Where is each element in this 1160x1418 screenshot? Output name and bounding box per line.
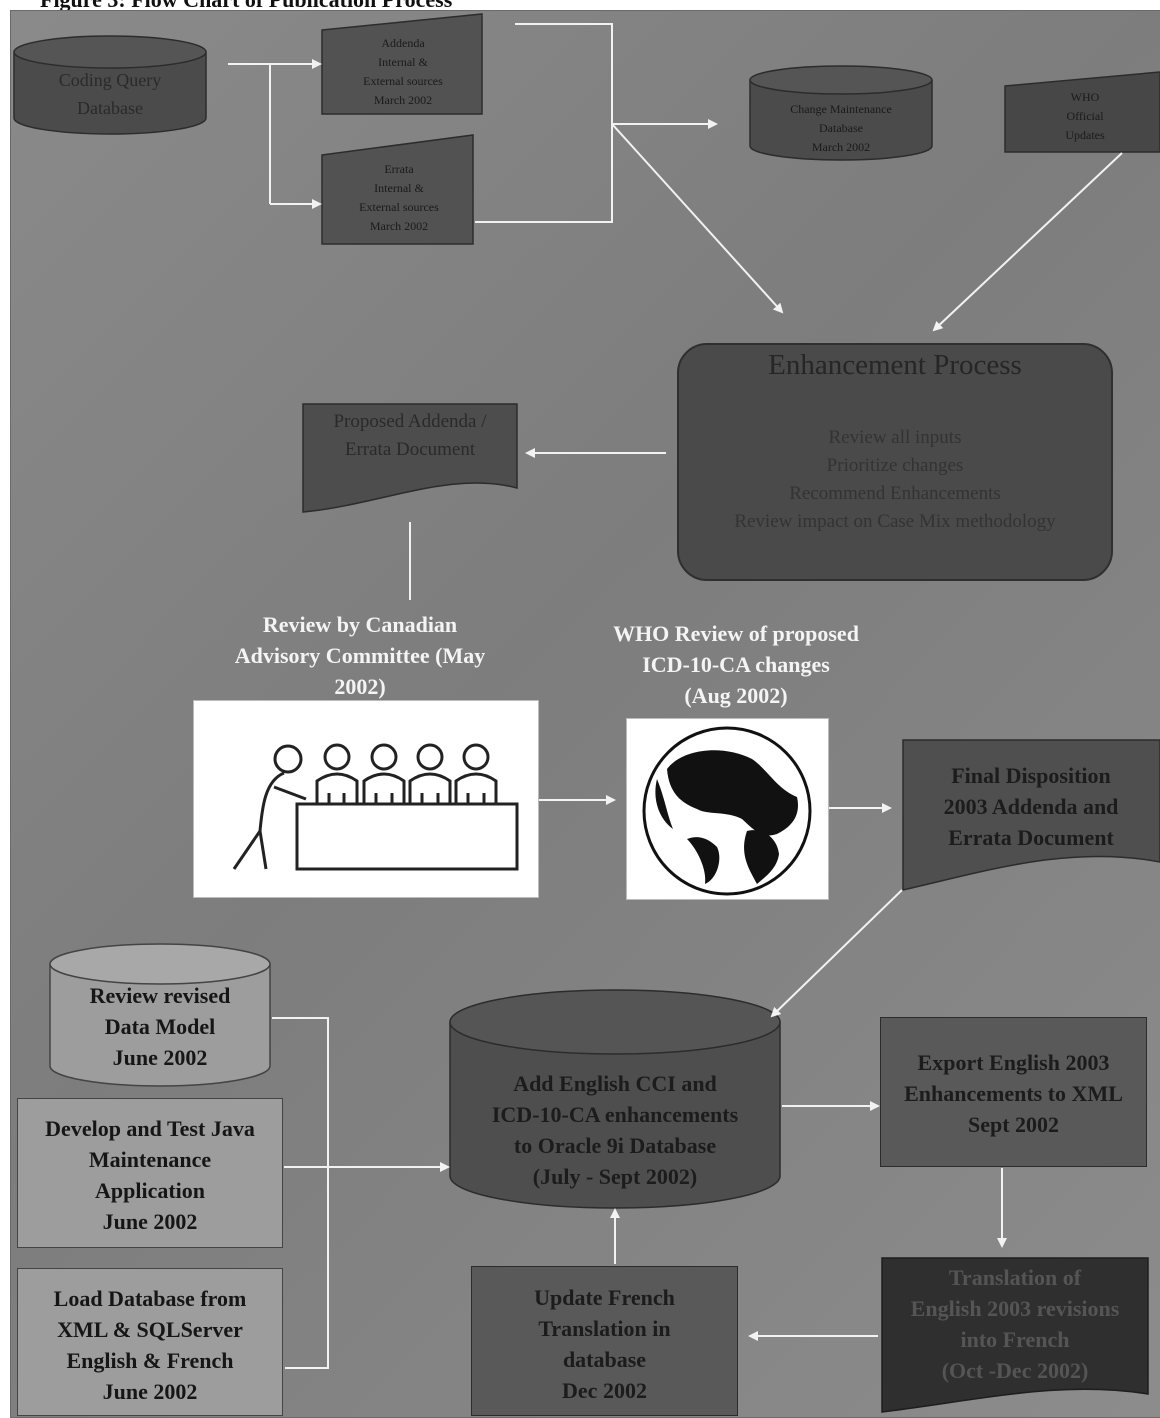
globe-icon — [642, 726, 812, 896]
final-disposition-text: Final Disposition 2003 Addenda and Errat… — [943, 763, 1119, 850]
oracle-db-shape — [449, 989, 781, 1209]
translation-text: Translation of English 2003 revisions in… — [910, 1265, 1120, 1383]
update-french-box — [471, 1266, 738, 1416]
errata-sources-label: Errata Internal & External sources March… — [326, 160, 472, 236]
coding-query-db-shape — [13, 35, 207, 135]
final-disposition-label: Final Disposition 2003 Addenda and Errat… — [905, 760, 1157, 853]
committee-meeting-icon — [232, 743, 519, 871]
load-db-text: Load Database from XML & SQLServer Engli… — [53, 1286, 247, 1404]
translation-doc-shape — [881, 1257, 1149, 1413]
cac-review-text: Review by Canadian Advisory Committee (M… — [234, 612, 486, 699]
enhancement-impact-text: Review impact on Case Mix methodology — [734, 511, 1056, 532]
change-maintenance-db-shape — [749, 65, 933, 161]
figure-caption: Figure 3: Flow Chart of Publication Proc… — [40, 0, 452, 11]
coding-query-db-label: Coding Query Database — [30, 66, 190, 122]
export-xml-box — [880, 1017, 1147, 1167]
enhancement-title: Enhancement Process — [679, 346, 1111, 384]
cac-review-label: Review by Canadian Advisory Committee (M… — [190, 609, 530, 702]
data-model-db-shape — [49, 943, 271, 1087]
java-app-text: Develop and Test Java Maintenance Applic… — [45, 1116, 255, 1234]
data-model-label: Review revised Data Model June 2002 — [52, 980, 268, 1073]
enhancement-process-box — [677, 343, 1113, 581]
proposed-doc-text: Proposed Addenda / Errata Document — [333, 411, 487, 460]
committee-illustration — [193, 700, 539, 898]
globe-illustration — [626, 718, 829, 900]
coding-query-db-text: Coding Query Database — [58, 70, 162, 118]
final-disposition-shape — [902, 739, 1160, 891]
oracle-db-text: Add English CCI and ICD-10-CA enhancemen… — [491, 1071, 739, 1189]
who-updates-label: WHO Official Updates — [1030, 88, 1140, 145]
change-maintenance-db-label: Change Maintenance Database March 2002 — [752, 100, 930, 157]
enhancement-impact: Review impact on Case Mix methodology — [679, 508, 1111, 536]
who-review-text: WHO Review of proposed ICD-10-CA changes… — [613, 621, 859, 708]
update-french-label: Update French Translation in database De… — [471, 1282, 738, 1406]
export-xml-label: Export English 2003 Enhancements to XML … — [876, 1047, 1151, 1140]
who-updates-shape — [1004, 71, 1160, 153]
update-french-text: Update French Translation in database De… — [534, 1285, 675, 1403]
addenda-sources-shape — [321, 13, 483, 115]
enhancement-steps-text: Review all inputs Prioritize changes Rec… — [789, 427, 1001, 504]
proposed-doc-label: Proposed Addenda / Errata Document — [305, 408, 515, 464]
data-model-text: Review revised Data Model June 2002 — [89, 983, 231, 1070]
java-app-box — [17, 1098, 283, 1248]
proposed-doc-shape — [302, 403, 518, 513]
errata-sources-text: Errata Internal & External sources March… — [359, 162, 439, 233]
change-maintenance-db-text: Change Maintenance Database March 2002 — [790, 102, 892, 154]
who-updates-text: WHO Official Updates — [1065, 90, 1105, 142]
export-xml-text: Export English 2003 Enhancements to XML … — [904, 1050, 1123, 1137]
translation-label: Translation of English 2003 revisions in… — [880, 1262, 1150, 1386]
connector-lines — [228, 23, 1123, 1369]
errata-sources-shape — [321, 134, 474, 245]
load-db-label: Load Database from XML & SQLServer Engli… — [17, 1283, 283, 1407]
addenda-sources-label: Addenda Internal & External sources Marc… — [326, 34, 480, 110]
load-db-box — [17, 1268, 283, 1416]
enhancement-steps: Review all inputs Prioritize changes Rec… — [679, 424, 1111, 508]
oracle-db-label: Add English CCI and ICD-10-CA enhancemen… — [452, 1068, 778, 1192]
java-app-label: Develop and Test Java Maintenance Applic… — [17, 1113, 283, 1237]
enhancement-title-text: Enhancement Process — [768, 349, 1022, 381]
addenda-sources-text: Addenda Internal & External sources Marc… — [363, 36, 443, 107]
who-review-label: WHO Review of proposed ICD-10-CA changes… — [568, 618, 904, 711]
